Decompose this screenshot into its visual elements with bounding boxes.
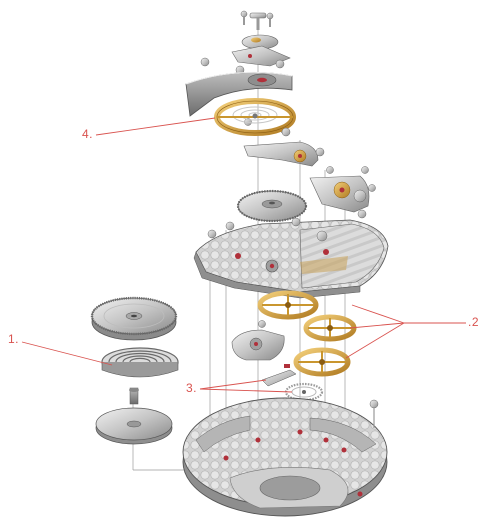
balance-wheel <box>214 98 296 136</box>
barrel-bridge-right <box>309 166 376 213</box>
barrel-assembly <box>90 296 179 445</box>
escapement-parts <box>261 364 324 402</box>
barrel-drum <box>95 407 173 445</box>
barrel-lid <box>90 296 178 341</box>
upper-bridge-plate <box>193 219 389 299</box>
callout-label-4: 4. <box>82 127 94 141</box>
fourth-wheel <box>303 314 357 342</box>
callout-label-2: .2 <box>468 315 480 329</box>
ratchet-wheel <box>236 189 308 223</box>
small-bridge <box>231 320 285 361</box>
mainspring <box>101 347 179 378</box>
escapement-bridge <box>243 127 325 167</box>
balance-bridge <box>185 71 293 117</box>
callout-leaders <box>21 117 466 393</box>
plate-screws <box>207 209 367 239</box>
top-screws <box>240 10 274 30</box>
balance-cock-small <box>231 34 291 67</box>
barrel-arbor <box>129 387 139 405</box>
center-wheel <box>293 347 351 377</box>
callout-label-1: 1. <box>8 332 20 346</box>
callout-label-3: 3. <box>186 381 198 395</box>
main-plate <box>182 397 388 517</box>
pallet-fork <box>261 364 297 387</box>
third-wheel <box>257 290 319 320</box>
